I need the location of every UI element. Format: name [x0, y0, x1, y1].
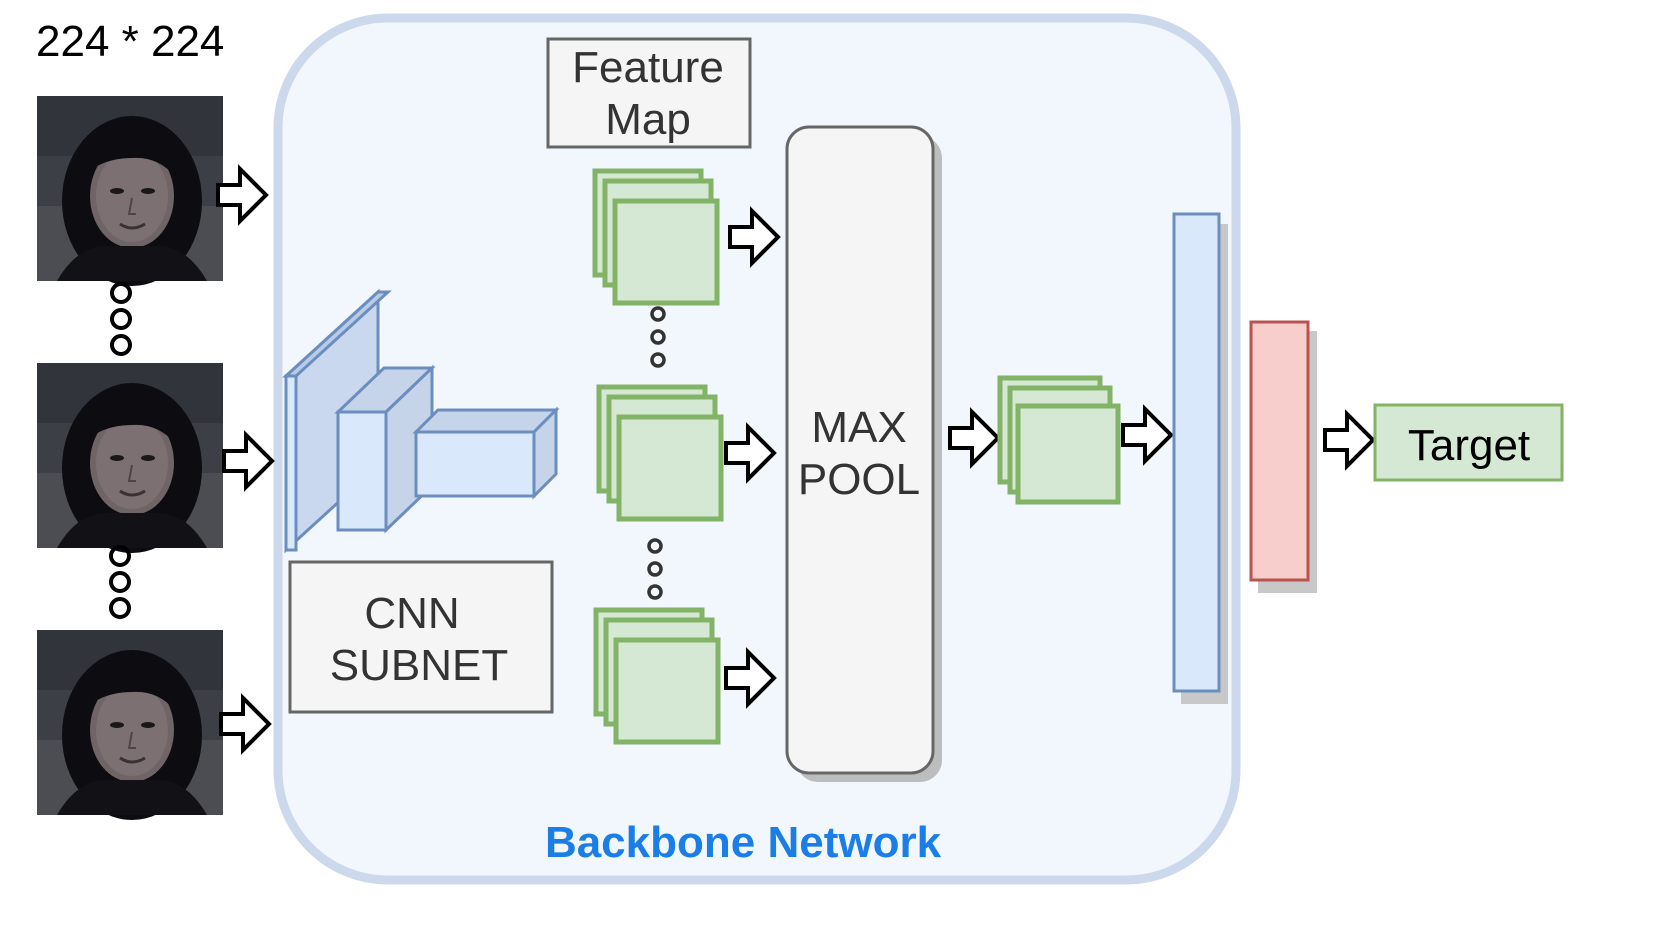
max-pool-box	[785, 125, 935, 775]
right-arrow-icon	[219, 696, 271, 752]
ellipsis-dots-icon	[109, 545, 131, 619]
pooled-feature-stack-icon	[997, 375, 1121, 505]
ellipsis-dots-icon	[110, 282, 132, 356]
cnn-subnet-label-line2: SUBNET	[330, 641, 508, 690]
fc-layer-red	[1249, 320, 1310, 582]
backbone-network-label: Backbone Network	[545, 818, 942, 867]
cnn-3d-block-icon	[282, 288, 560, 554]
feature-stack-icon-bottom	[596, 610, 718, 742]
feature-map-box	[546, 37, 752, 149]
face-image-top	[35, 94, 225, 288]
feature-stack-icon-middle	[599, 387, 721, 519]
face-image-middle	[35, 361, 225, 555]
right-arrow-icon	[222, 433, 274, 489]
right-arrow-icon	[1323, 412, 1375, 468]
input-size-label: 224 * 224	[36, 17, 224, 66]
right-arrow-icon	[216, 167, 268, 223]
max-pool-label-line2: POOL	[798, 455, 920, 504]
cnn-subnet-label-line1: CNN	[364, 589, 459, 638]
fc-layer-blue	[1172, 212, 1221, 693]
feature-stack-icon-top	[595, 171, 717, 303]
target-label: Target	[1408, 421, 1530, 470]
max-pool-label-line1: MAX	[811, 403, 906, 452]
target-box	[1373, 403, 1564, 482]
feature-map-label-line2: Map	[605, 95, 691, 144]
cnn-subnet-box	[288, 560, 554, 714]
feature-map-label-line1: Feature	[572, 43, 724, 92]
face-image-bottom	[35, 628, 225, 822]
